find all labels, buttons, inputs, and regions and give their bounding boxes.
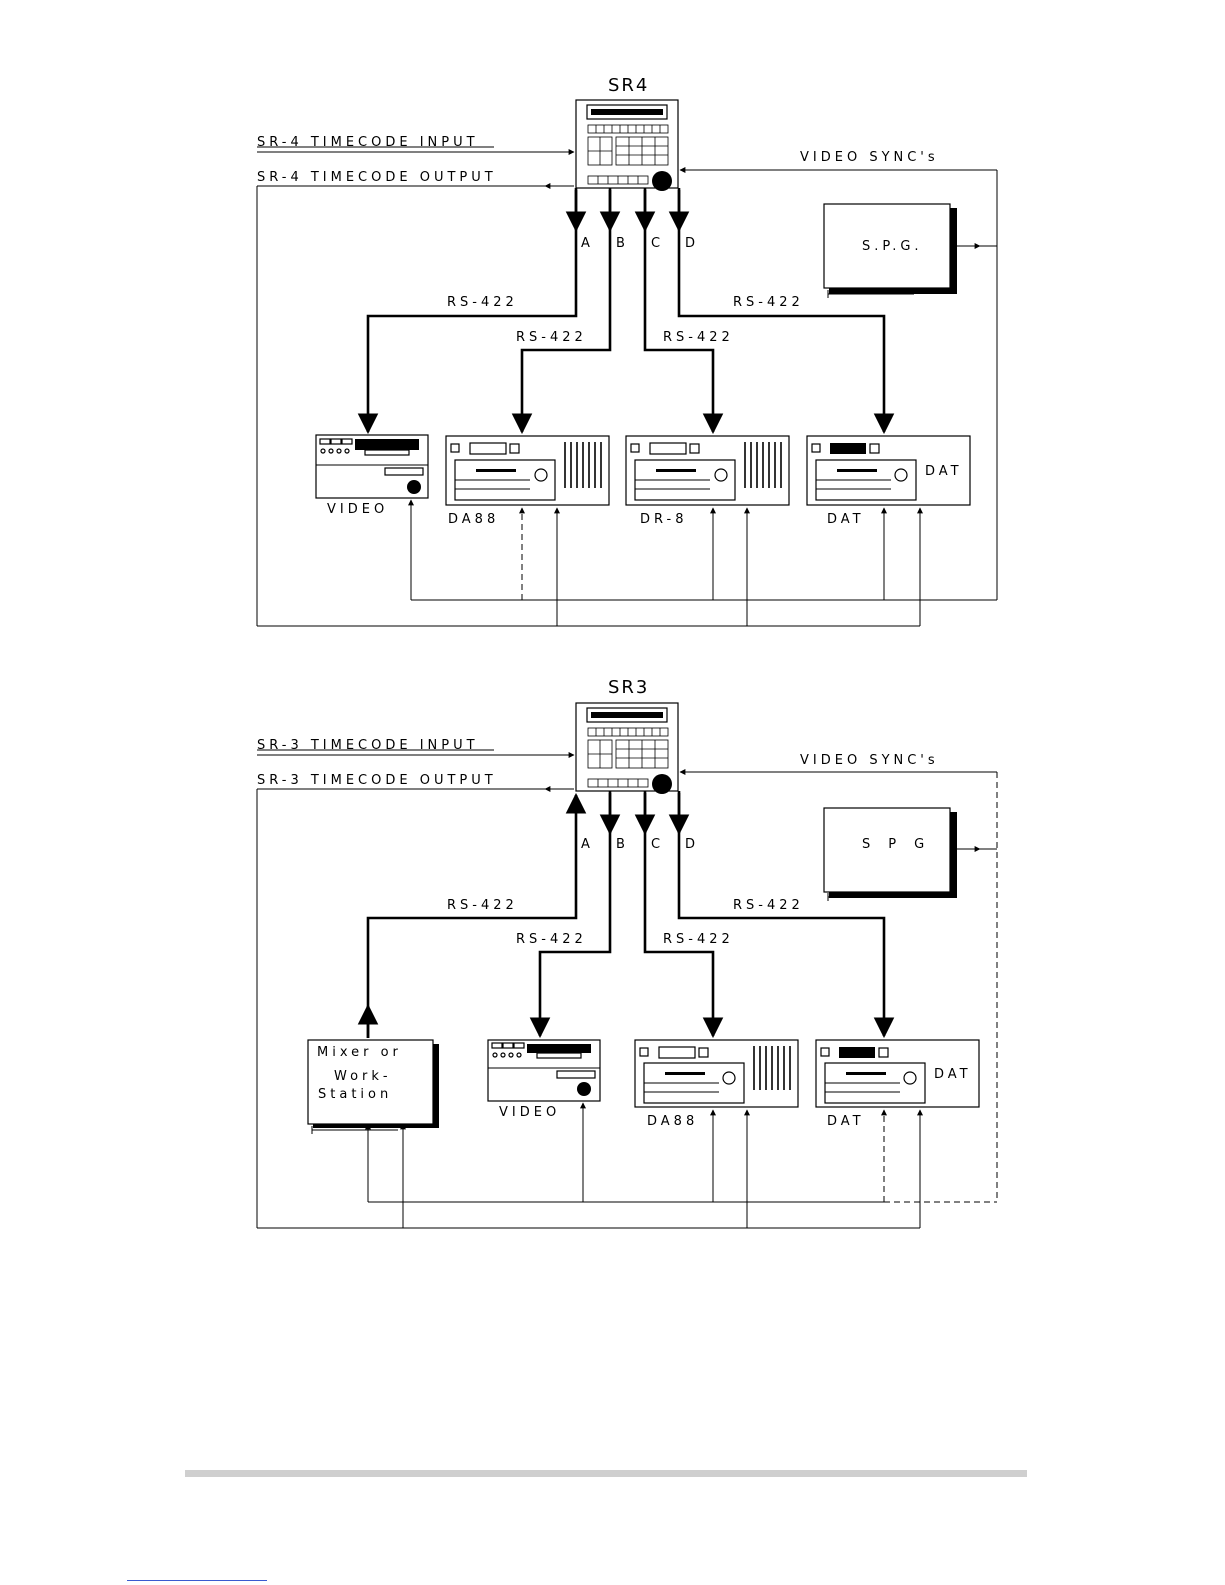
spg-box: S.P.G. <box>824 204 997 298</box>
video-sync-label: VIDEO SYNC's <box>800 150 939 165</box>
timecode-output-label: SR-3 TIMECODE OUTPUT <box>257 773 497 788</box>
device-dat-label: DAT <box>827 1114 865 1129</box>
da88-deck: DA88 <box>446 436 609 527</box>
device-da88-label: DA88 <box>647 1114 698 1129</box>
timecode-input-label: SR-4 TIMECODE INPUT <box>257 135 479 150</box>
port-d-label: D <box>685 236 699 251</box>
device-dat-label: DAT <box>827 512 865 527</box>
mixer-line-2: Work- <box>334 1069 392 1084</box>
da88-deck: DA88 <box>635 1040 798 1129</box>
port-b-label: B <box>616 837 629 852</box>
rs422-label-c: RS-422 <box>663 330 734 345</box>
controller-title: SR4 <box>608 75 649 96</box>
port-a-label: A <box>581 236 594 251</box>
diagram-sr4: SR4 <box>257 75 997 626</box>
rs422-label-c: RS-422 <box>663 932 734 947</box>
port-b-label: B <box>616 236 629 251</box>
dat-panel-text: DAT <box>925 464 963 479</box>
port-c-label: C <box>651 837 664 852</box>
dat-deck: DAT DAT <box>807 436 970 527</box>
mixer-line-1: Mixer or <box>317 1045 402 1060</box>
sr3-controller-unit <box>576 703 678 794</box>
footer-link-underline <box>127 1580 267 1581</box>
footer-divider <box>185 1470 1027 1477</box>
controller-title: SR3 <box>608 677 649 698</box>
device-da88-label: DA88 <box>448 512 499 527</box>
rs422-label-b: RS-422 <box>516 932 587 947</box>
timecode-output-label: SR-4 TIMECODE OUTPUT <box>257 170 497 185</box>
port-c-label: C <box>651 236 664 251</box>
device-video-label: VIDEO <box>499 1105 560 1120</box>
video-sync-label: VIDEO SYNC's <box>800 753 939 768</box>
device-dr8-label: DR-8 <box>640 512 687 527</box>
mixer-line-3: Station <box>318 1087 392 1102</box>
dat-deck: DAT DAT <box>816 1040 979 1129</box>
rs422-label-a: RS-422 <box>447 898 518 913</box>
port-d-label: D <box>685 837 699 852</box>
dat-panel-text: DAT <box>934 1067 972 1082</box>
port-a-label: A <box>581 837 594 852</box>
spg-label: SPG <box>862 837 942 852</box>
rs422-label-b: RS-422 <box>516 330 587 345</box>
dr8-deck: DR-8 <box>626 436 789 527</box>
rs422-label-a: RS-422 <box>447 295 518 310</box>
timecode-input-label: SR-3 TIMECODE INPUT <box>257 738 479 753</box>
spg-label: S.P.G. <box>862 239 923 254</box>
device-video-label: VIDEO <box>327 502 388 517</box>
rs422-label-d: RS-422 <box>733 295 804 310</box>
mixer-workstation-box: Mixer or Work- Station <box>308 1040 439 1134</box>
spg-box: SPG <box>824 808 997 901</box>
sr4-controller-unit <box>576 100 678 191</box>
rs422-label-d: RS-422 <box>733 898 804 913</box>
diagram-sr3: SR3 <box>257 677 997 1228</box>
